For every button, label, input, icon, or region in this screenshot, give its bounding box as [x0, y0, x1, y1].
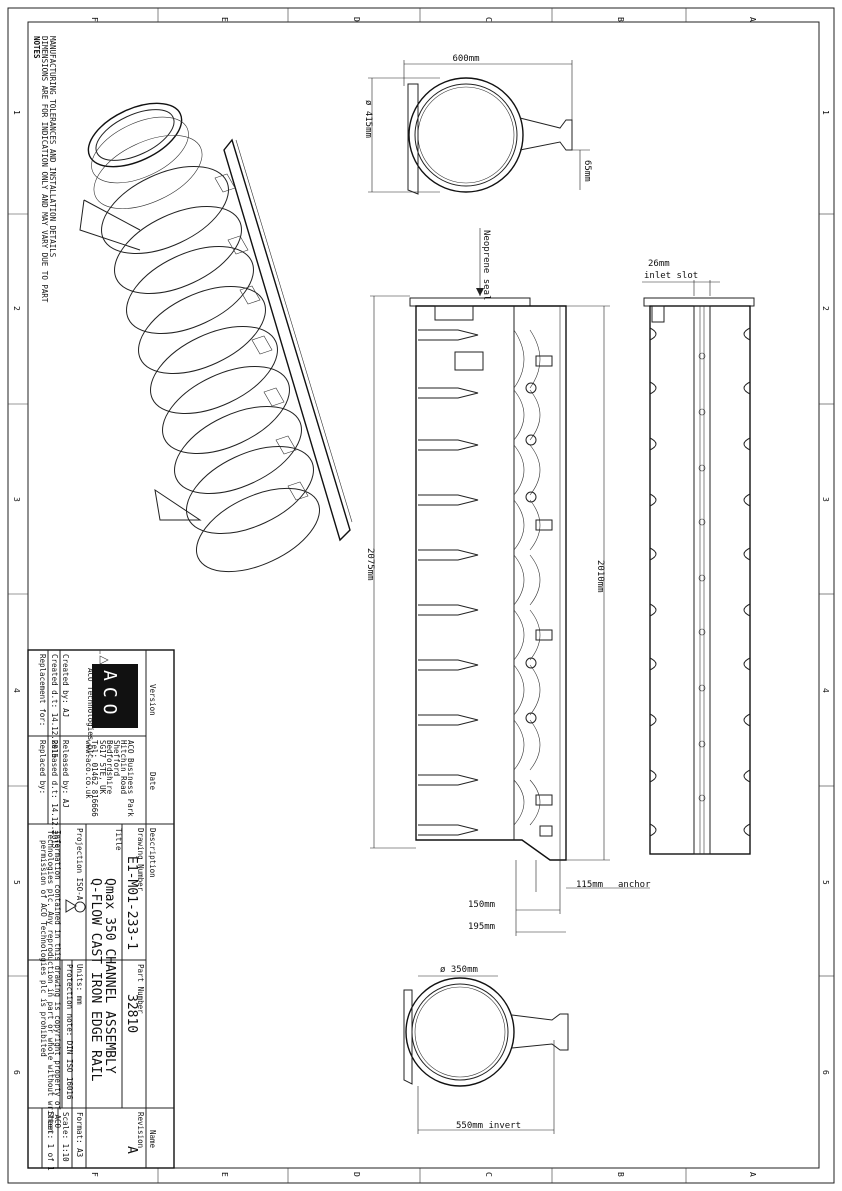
plan-view: [642, 280, 755, 855]
tb-released-by: Released by: AJ: [61, 740, 70, 808]
plan-view-slots: [698, 352, 706, 802]
dim-top-diameter: ø 415mm: [363, 100, 373, 138]
grid-row-left-6: 6: [12, 1070, 21, 1075]
isometric-anchors: [214, 173, 309, 501]
grid-col-top-a: A: [748, 17, 757, 22]
tb-format: Format: A3: [75, 1112, 84, 1157]
grid-col-bottom-f: F: [90, 1172, 99, 1177]
grid-row-right-3: 3: [821, 497, 830, 502]
tb-version-label: Version: [148, 684, 157, 716]
grid-col-bottom-d: D: [352, 1172, 361, 1177]
tb-scale: Scale: 1:10: [61, 1112, 70, 1162]
tb-logo-text: ACO: [99, 670, 120, 721]
dim-top-flange: 65mm: [582, 160, 592, 182]
tb-created-date: Created d.t: 14.12.2015: [50, 654, 59, 758]
grid-row-right-5: 5: [821, 880, 830, 885]
plan-view-ribs: [649, 327, 751, 837]
tb-copyright-1: Information contained in this drawing is…: [53, 830, 62, 1128]
tb-drawing-number-label: Drawing Number: [136, 828, 145, 892]
isometric-view: [79, 102, 353, 573]
dim-bottom-diameter: ø 350mm: [440, 965, 478, 975]
tb-revision: A: [124, 1146, 139, 1154]
tb-title-line-2: Q-FLOW CAST IRON EDGE RAIL: [88, 878, 103, 1082]
notes-line-2: MANUFACTURING TOLERANCES AND INSTALLATIO…: [48, 36, 57, 258]
tb-address-3: Shefford: [112, 740, 121, 776]
tb-title-line-1: Qmax 350 CHANNEL ASSEMBLY: [102, 878, 117, 1074]
tb-address-2: Hitchin Road: [119, 740, 128, 794]
tb-part-number: 32810: [124, 994, 139, 1033]
grid-col-bottom-b: B: [616, 1172, 625, 1177]
grid-col-bottom-e: E: [220, 1172, 229, 1177]
dim-bottom-invert: 550mm invert: [456, 1121, 521, 1131]
tb-name-label: Name: [148, 1130, 157, 1149]
label-neoprene-seal: Neoprene seal: [481, 230, 491, 300]
notes-heading: NOTES: [32, 36, 41, 59]
grid-row-right-1: 1: [821, 110, 830, 115]
grid-ticks: [8, 8, 834, 1183]
dim-150: 150mm: [468, 900, 495, 910]
grid-row-right-6: 6: [821, 1070, 830, 1075]
tb-web: www.aco.co.uk: [84, 740, 93, 799]
grid-col-top-e: E: [220, 17, 229, 22]
tb-created-by: Created by: AJ: [61, 654, 70, 717]
grid-row-left-1: 1: [12, 110, 21, 115]
dim-overall-length: 2075mm: [365, 548, 375, 581]
label-anchor: anchor: [618, 880, 651, 890]
grid-col-top-f: F: [90, 17, 99, 22]
tb-protection-note: Protection note: DIN ISO 16016: [65, 964, 74, 1100]
tb-replacement-for: Replacement for:: [38, 654, 47, 726]
tb-part-number-label: Part Number: [136, 964, 145, 1014]
grid-row-left-3: 3: [12, 497, 21, 502]
grid-row-left-4: 4: [12, 688, 21, 693]
grid-col-bottom-a: A: [748, 1172, 757, 1177]
aco-logo: [92, 664, 138, 728]
tb-tel: Tel: 01462 816666: [90, 740, 99, 817]
tb-copyright-2: Technologies plc. Any reproduction in pa…: [46, 830, 55, 1133]
tb-description-label: Description: [148, 828, 157, 878]
dim-inner-length: 2010mm: [595, 560, 605, 593]
tb-projection: Projection ISO-A: [75, 828, 84, 901]
grid-row-right-4: 4: [821, 688, 830, 693]
isometric-rings: [101, 166, 321, 573]
tb-released-date: Released d.t: 14.12.2015: [50, 740, 59, 848]
inner-frame: [27, 21, 820, 1169]
tb-units: Units: mm: [75, 964, 84, 1005]
outer-frame: [7, 7, 835, 1184]
label-inlet-slot: inlet slot: [644, 271, 698, 281]
tb-address-1: ACO Business Park: [126, 740, 135, 817]
notes-line-1: DIMENSIONS ARE FOR INDICATION ONLY AND M…: [40, 36, 49, 303]
dim-top-width: 600mm: [452, 54, 479, 64]
side-view: [370, 228, 650, 936]
grid-col-top-c: C: [484, 17, 493, 22]
projection-symbol-icon: [65, 899, 86, 913]
end-view-top: [368, 60, 590, 195]
grid-col-bottom-c: C: [484, 1172, 493, 1177]
tb-title-label: Title: [114, 828, 123, 851]
dim-115: 115mm: [576, 880, 603, 890]
side-view-anchors: [525, 355, 553, 837]
title-block: [27, 649, 175, 1169]
grid-row-left-5: 5: [12, 880, 21, 885]
side-view-arches: [513, 329, 541, 826]
tb-company: ACO Technologies plc: [86, 668, 95, 758]
dim-195: 195mm: [468, 922, 495, 932]
tb-address-4: Bedfordshire: [105, 740, 114, 795]
tb-copyright-3: permission of ACO Technologies plc is pr…: [39, 840, 48, 1057]
tb-revision-label: Revision: [136, 1112, 145, 1148]
tb-date-label: Date: [148, 772, 157, 791]
grid-row-right-2: 2: [821, 306, 830, 311]
end-view-bottom: [403, 975, 569, 1134]
tb-replaced-by: Replaced by:: [38, 740, 47, 794]
grid-row-left-2: 2: [12, 306, 21, 311]
side-view-ribs: [418, 329, 479, 836]
tb-sheet: Sheet: 1 of 1: [46, 1112, 55, 1171]
dim-inlet-width: 26mm: [648, 259, 670, 269]
grid-col-top-d: D: [352, 17, 361, 22]
grid-col-top-b: B: [616, 17, 625, 22]
tb-address-5: SG17 5TE, UK: [98, 740, 107, 795]
tb-drawing-number: E1-M01-233-1: [124, 856, 139, 950]
